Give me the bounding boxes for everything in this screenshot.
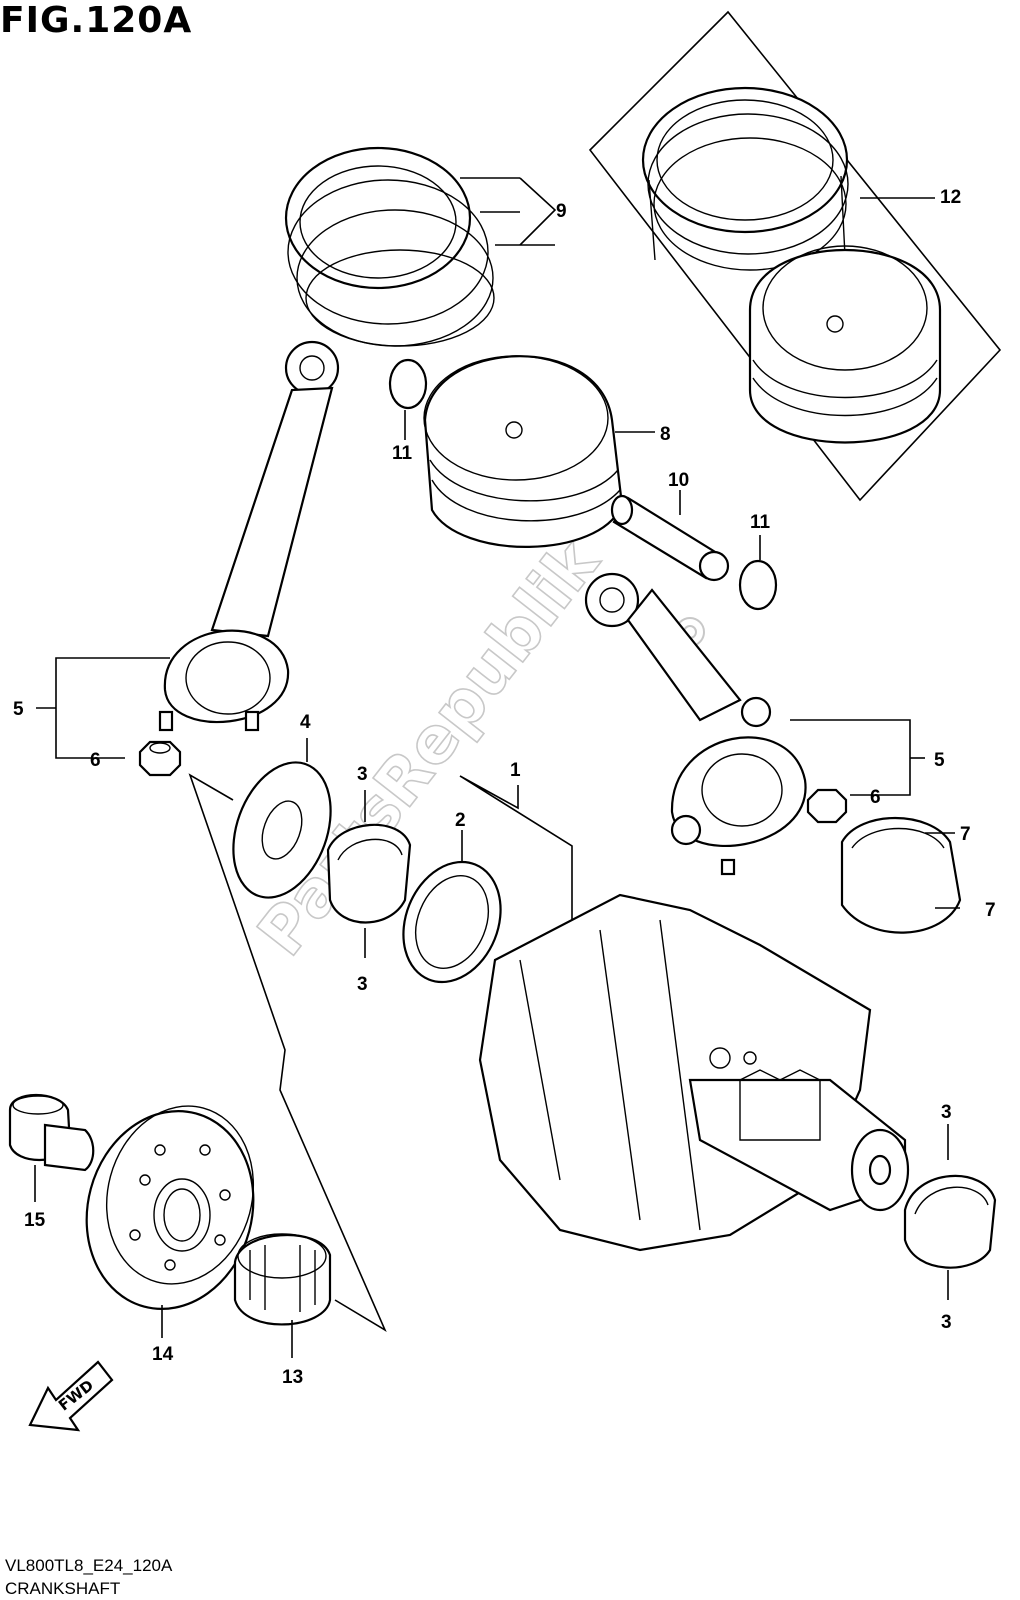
- part-12-piston-set-group[interactable]: [588, 10, 1002, 502]
- part-2-thrust-bearing[interactable]: [386, 830, 518, 997]
- part-5-connecting-rod-right[interactable]: [584, 572, 925, 876]
- callout-3-lower-b: 3: [941, 1312, 952, 1333]
- callout-3-lower-a: 3: [941, 1102, 952, 1123]
- callout-12: 12: [940, 187, 961, 208]
- callout-8: 8: [660, 424, 671, 445]
- callout-6-left: 6: [90, 750, 101, 771]
- part-5-connecting-rod-left[interactable]: [36, 340, 340, 759]
- part-11-circlip-right[interactable]: [738, 535, 778, 611]
- callout-1: 1: [510, 760, 521, 781]
- callout-6-right: 6: [870, 787, 881, 808]
- callout-2: 2: [455, 810, 466, 831]
- callout-5-right: 5: [934, 750, 945, 771]
- part-8-piston[interactable]: [423, 355, 655, 548]
- callout-7-upper: 7: [960, 824, 971, 845]
- part-6-nut-right[interactable]: [806, 788, 848, 824]
- callout-13: 13: [282, 1367, 303, 1388]
- part-4-thrust-washer[interactable]: [216, 738, 348, 911]
- part-3-crank-bearing-lower[interactable]: [903, 1124, 997, 1300]
- callout-4: 4: [300, 712, 311, 733]
- part-1-crankshaft[interactable]: [459, 775, 910, 1252]
- callout-5-left: 5: [13, 699, 24, 720]
- part-3-crank-bearing-upper[interactable]: [326, 790, 412, 958]
- primary-gear-group-outline: [188, 773, 387, 1332]
- part-9-piston-ring-set[interactable]: [284, 146, 557, 347]
- callout-9: 9: [556, 201, 567, 222]
- callout-10: 10: [668, 470, 689, 491]
- callout-7-lower: 7: [985, 900, 996, 921]
- part-13-crankshaft-gear[interactable]: [233, 1233, 332, 1358]
- callout-11-left: 11: [392, 443, 413, 464]
- callout-3-upper-a: 3: [357, 764, 368, 785]
- callout-14: 14: [152, 1344, 174, 1365]
- fwd-arrow-icon: FWD: [28, 1360, 114, 1432]
- callout-3-upper-b: 3: [357, 974, 368, 995]
- part-11-circlip-left[interactable]: [388, 358, 428, 440]
- part-7-conrod-bearing[interactable]: [840, 817, 962, 934]
- callout-15: 15: [24, 1210, 46, 1231]
- diagram-code: VL800TL8_E24_120A: [5, 1556, 173, 1575]
- part-10-piston-pin[interactable]: [610, 490, 730, 582]
- part-15-bolt[interactable]: [8, 1093, 95, 1202]
- part-14-primary-drive-gear[interactable]: [65, 1089, 275, 1338]
- part-6-nut-left[interactable]: [138, 740, 182, 777]
- figure-title: FIG.120A: [0, 0, 193, 41]
- callout-11-right: 11: [750, 512, 771, 533]
- section-name: CRANKSHAFT: [5, 1579, 121, 1598]
- callout-labels: 9 12 8 11 10 11 5 6 4 3 3 2 1 5 6 7 7 3 …: [13, 187, 996, 1388]
